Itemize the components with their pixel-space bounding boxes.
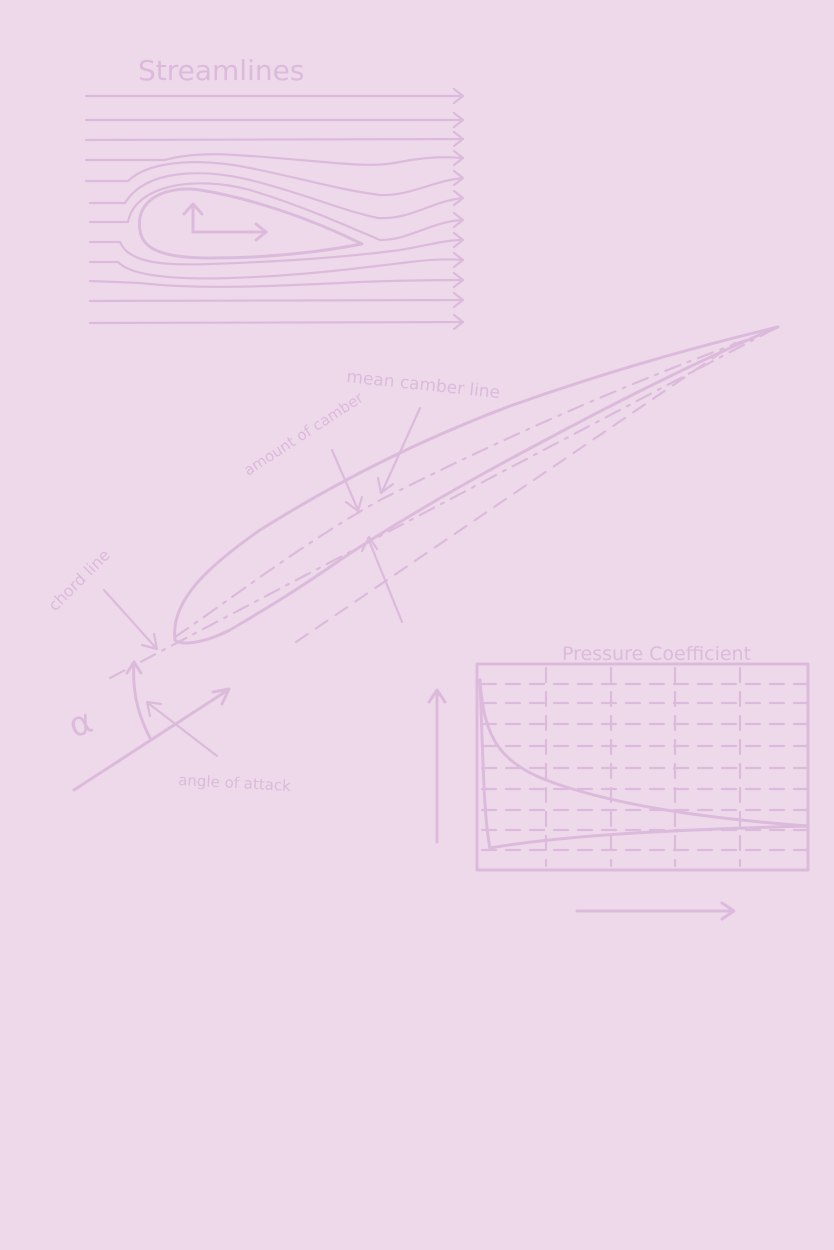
angle-of-attack-label: angle of attack [178, 771, 292, 795]
chord-line-leader [104, 590, 157, 649]
amount-of-camber-label: amount of camber [240, 388, 367, 479]
vertical-axis-arrow [429, 690, 445, 842]
streamline [90, 259, 462, 278]
streamline [90, 322, 462, 323]
axes-arrows [184, 204, 266, 240]
alpha-symbol: α [63, 701, 98, 746]
angle-arc [127, 662, 150, 738]
horizontal-axis-arrow [193, 224, 266, 240]
streamline [90, 300, 462, 301]
chord-line-label: chord line [44, 545, 113, 614]
angle-of-attack-leader [147, 702, 217, 756]
small-airfoil [139, 189, 362, 258]
camber-dimension-line [368, 538, 402, 622]
mean-camber-line-leader [378, 408, 420, 493]
streamlines-panel: Streamlines [86, 54, 463, 329]
streamlines-title: Streamlines [138, 54, 304, 87]
mean-camber-line [175, 333, 765, 637]
pressure-coefficient-plot: Pressure Coefficient [429, 643, 808, 919]
streamline [90, 280, 462, 287]
streamline-arrowheads [454, 89, 463, 329]
horizontal-axis-arrow [577, 903, 734, 919]
streamline [86, 162, 462, 195]
pressure-coefficient-title: Pressure Coefficient [562, 643, 751, 665]
plot-grid [482, 668, 806, 866]
streamline [86, 139, 462, 140]
vertical-axis-arrow [184, 204, 202, 232]
streamline [86, 154, 462, 165]
mean-camber-line-label: mean camber line [345, 367, 501, 403]
airfoil-diagram: mean camber line amount of camber chord … [44, 327, 778, 795]
